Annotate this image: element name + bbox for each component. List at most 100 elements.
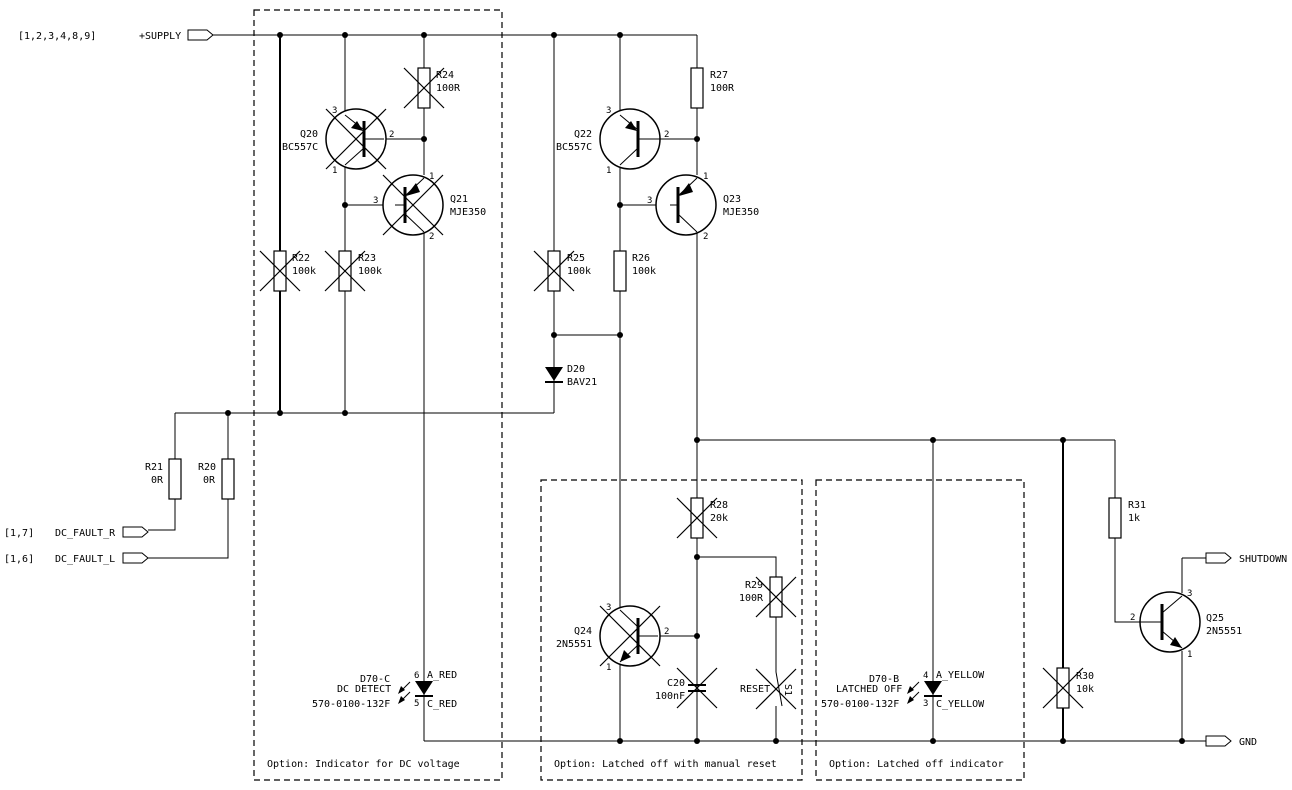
d70c-cathode: C_RED [427, 699, 457, 710]
q21-ref: Q21 [450, 194, 468, 205]
gnd-label: GND [1239, 737, 1257, 748]
transistor-q21: 1 3 2 Q21 MJE350 [373, 172, 486, 242]
q25-ref: Q25 [1206, 613, 1224, 624]
diode-d20: D20 BAV21 [545, 364, 597, 388]
svg-text:1: 1 [1187, 650, 1192, 660]
resistor-r23: R23 100k [324, 250, 382, 292]
r20-ref: R20 [198, 462, 216, 473]
q24-value: 2N5551 [556, 639, 592, 650]
d70c-value: DC DETECT [337, 684, 391, 695]
r24-ref: R24 [436, 70, 454, 81]
port-dc-fault-l: [1,6] DC_FAULT_L [4, 552, 149, 565]
r28-ref: R28 [710, 500, 728, 511]
r21-value: 0R [151, 475, 164, 486]
wires [148, 34, 1206, 742]
d70b-part: 570-0100-132F [821, 699, 899, 710]
r24-value: 100R [436, 83, 461, 94]
d70b-value: LATCHED OFF [836, 684, 902, 695]
q22-ref: Q22 [574, 129, 592, 140]
dc-fault-l-label: DC_FAULT_L [55, 554, 115, 565]
svg-text:1: 1 [606, 166, 611, 176]
svg-text:2: 2 [429, 232, 434, 242]
supply-label: +SUPPLY [139, 31, 181, 42]
led-d70c: 6 5 A_RED C_RED D70-C DC DETECT 570-0100… [312, 670, 457, 710]
svg-text:3: 3 [606, 603, 611, 613]
q22-value: BC557C [556, 142, 592, 153]
svg-text:3: 3 [332, 106, 337, 116]
svg-text:2: 2 [664, 130, 669, 140]
transistor-q22: 3 2 1 Q22 BC557C [556, 106, 669, 176]
r29-ref: R29 [745, 580, 763, 591]
q20-ref: Q20 [300, 129, 318, 140]
svg-text:1: 1 [606, 663, 611, 673]
q21-value: MJE350 [450, 207, 486, 218]
r25-ref: R25 [567, 253, 585, 264]
transistor-q23: 1 3 2 Q23 MJE350 [647, 172, 759, 242]
r31-value: 1k [1128, 513, 1140, 524]
r23-value: 100k [358, 266, 382, 277]
c20-value: 100nF [655, 691, 685, 702]
port-dc-fault-r: [1,7] DC_FAULT_R [4, 526, 149, 539]
dc-fault-l-ref: [1,6] [4, 554, 34, 565]
q23-value: MJE350 [723, 207, 759, 218]
r30-ref: R30 [1076, 671, 1094, 682]
r31-ref: R31 [1128, 500, 1146, 511]
option-box-manual-reset [540, 479, 803, 781]
svg-text:4: 4 [923, 671, 928, 681]
d20-ref: D20 [567, 364, 585, 375]
port-supply: [1,2,3,4,8,9] +SUPPLY [18, 29, 214, 42]
r22-value: 100k [292, 266, 316, 277]
transistor-q24: 3 2 1 Q24 2N5551 [556, 603, 669, 673]
option-label-dc-indicator: Option: Indicator for DC voltage [267, 759, 460, 770]
r28-value: 20k [710, 513, 728, 524]
r23-ref: R23 [358, 253, 376, 264]
resistor-r28: R28 20k [676, 497, 728, 539]
d70c-anode: A_RED [427, 670, 457, 681]
r25-value: 100k [567, 266, 591, 277]
shutdown-label: SHUTDOWN [1239, 554, 1287, 565]
resistor-r22: R22 100k [259, 250, 316, 292]
d70b-anode: A_YELLOW [936, 670, 985, 681]
svg-text:1: 1 [703, 172, 708, 182]
svg-text:3: 3 [647, 196, 652, 206]
resistor-r29: R29 100R [739, 576, 797, 618]
resistor-r20: R20 0R [198, 458, 235, 500]
resistor-r31: R31 1k [1108, 497, 1146, 539]
r30-value: 10k [1076, 684, 1094, 695]
q23-ref: Q23 [723, 194, 741, 205]
option-label-manual-reset: Option: Latched off with manual reset [554, 759, 777, 770]
svg-text:2: 2 [703, 232, 708, 242]
port-shutdown: SHUTDOWN [1205, 552, 1287, 565]
port-gnd: GND [1205, 735, 1257, 748]
r26-ref: R26 [632, 253, 650, 264]
svg-text:2: 2 [664, 627, 669, 637]
q20-value: BC557C [282, 142, 318, 153]
svg-text:2: 2 [389, 130, 394, 140]
resistor-r24: R24 100R [403, 67, 461, 109]
resistor-r21: R21 0R [145, 458, 182, 500]
r21-ref: R21 [145, 462, 163, 473]
switch-s1: RESET S1 [740, 668, 797, 710]
supply-ref: [1,2,3,4,8,9] [18, 31, 96, 42]
svg-text:3: 3 [923, 699, 928, 709]
svg-text:3: 3 [606, 106, 611, 116]
dc-fault-r-ref: [1,7] [4, 528, 34, 539]
junctions [225, 32, 1185, 744]
resistor-r25: R25 100k [533, 250, 591, 292]
svg-text:2: 2 [1130, 613, 1135, 623]
q25-value: 2N5551 [1206, 626, 1242, 637]
svg-text:5: 5 [414, 699, 419, 709]
dc-fault-r-label: DC_FAULT_R [55, 528, 116, 539]
led-d70b: 4 3 A_YELLOW C_YELLOW D70-B LATCHED OFF … [821, 670, 985, 710]
d70c-part: 570-0100-132F [312, 699, 390, 710]
option-label-latched-indicator: Option: Latched off indicator [829, 759, 1004, 770]
d70c-ref: D70-C [360, 674, 390, 685]
r26-value: 100k [632, 266, 656, 277]
svg-text:3: 3 [373, 196, 378, 206]
q24-ref: Q24 [574, 626, 592, 637]
r22-ref: R22 [292, 253, 310, 264]
resistor-r26: R26 100k [613, 250, 656, 292]
svg-text:3: 3 [1187, 589, 1192, 599]
d20-value: BAV21 [567, 377, 597, 388]
